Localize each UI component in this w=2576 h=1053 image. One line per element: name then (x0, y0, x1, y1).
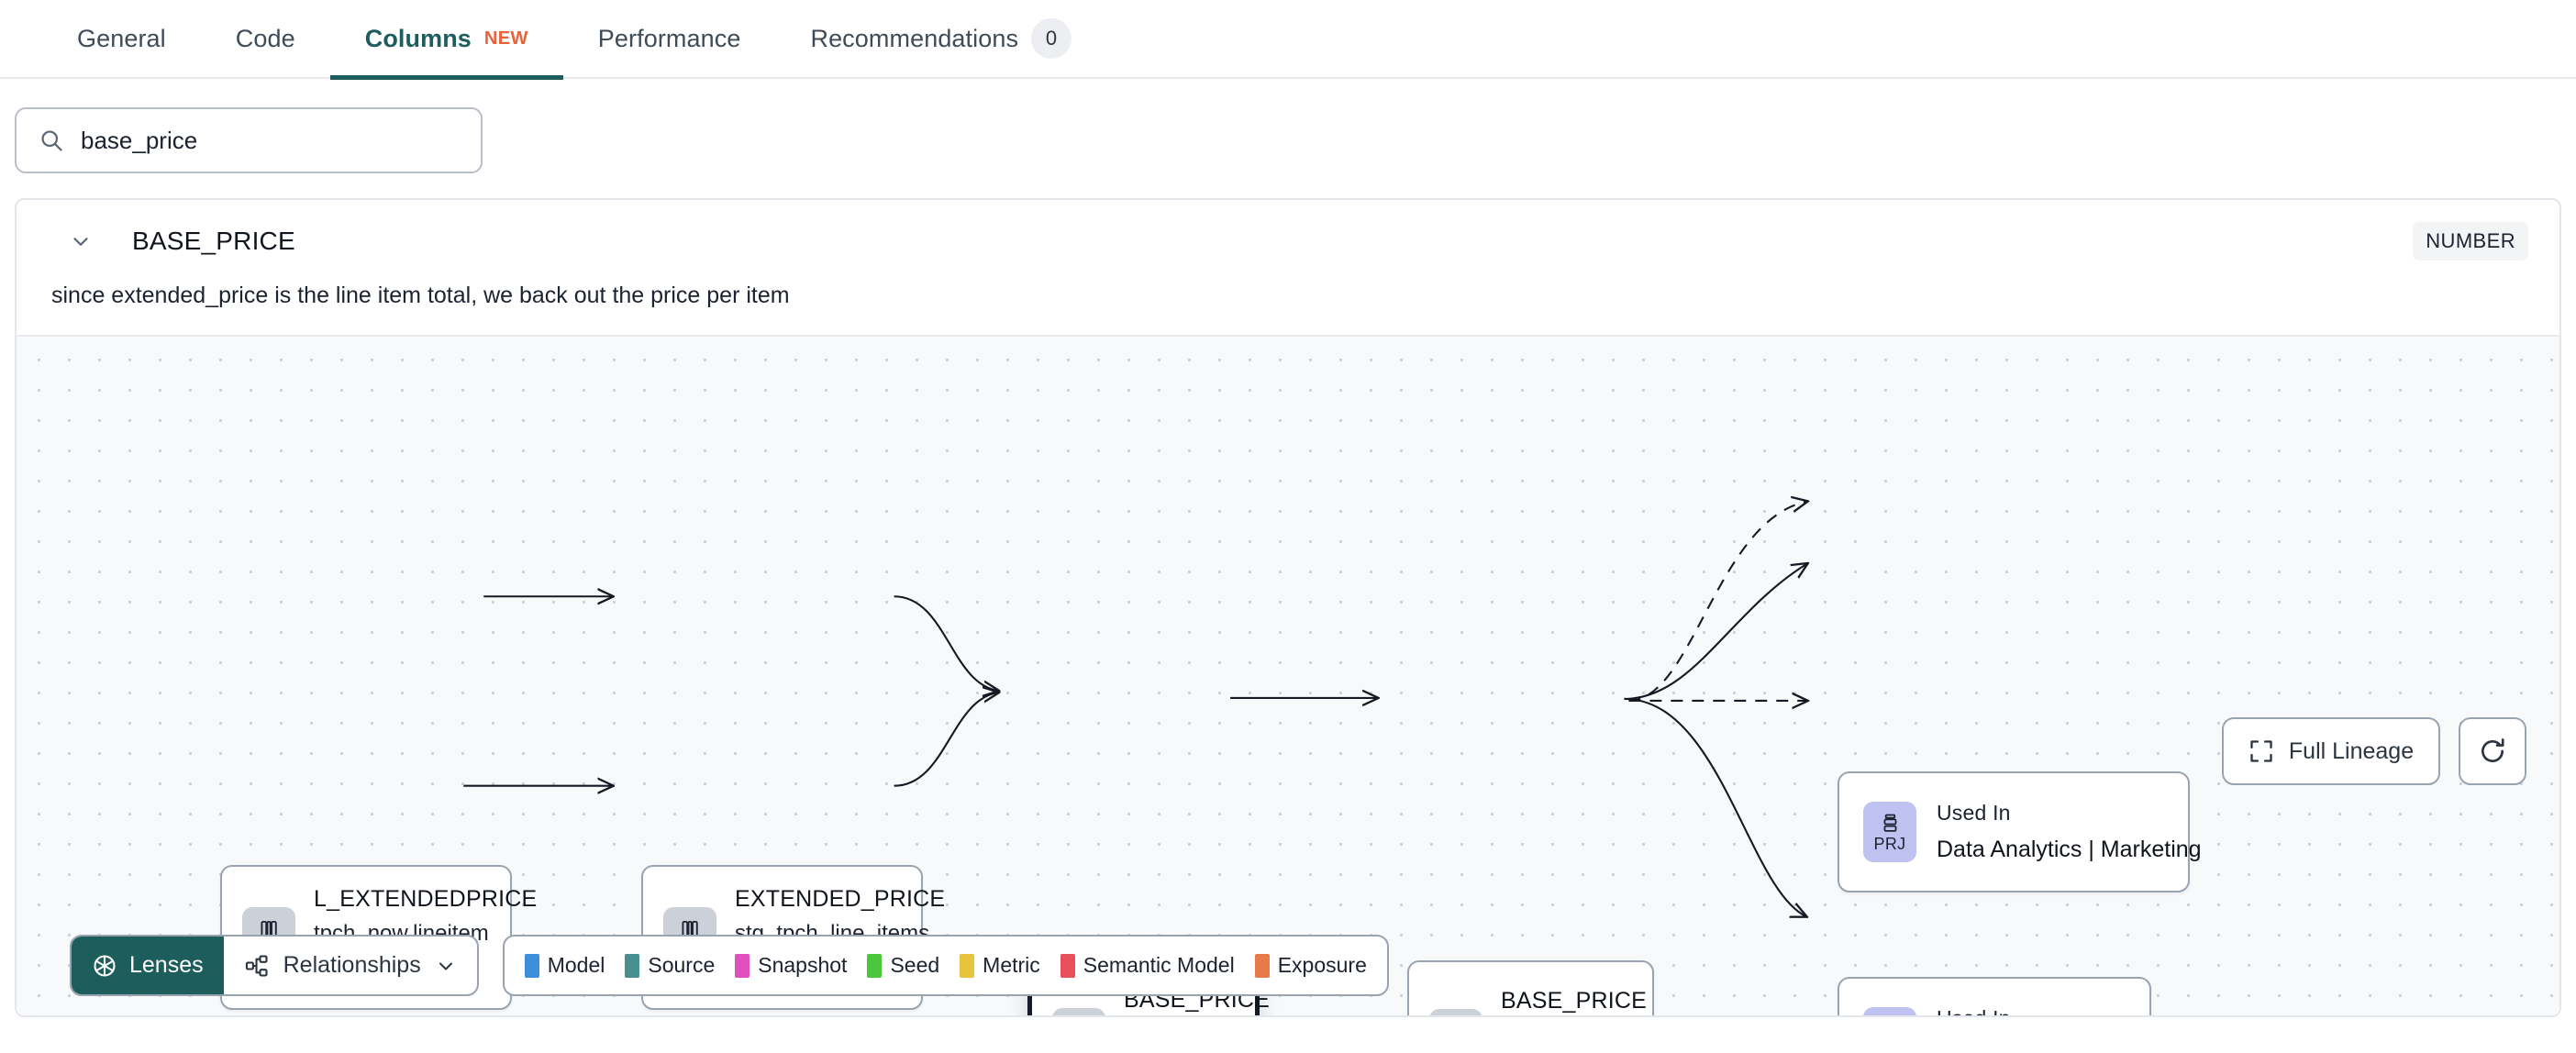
legend-swatch (867, 953, 883, 978)
legend-item-semantic-model[interactable]: Semantic Model (1060, 953, 1235, 978)
tab-columns[interactable]: Columns NEW (329, 0, 563, 80)
chevron-down-icon[interactable] (68, 228, 94, 254)
tab-recommendations[interactable]: Recommendations 0 (775, 0, 1106, 78)
tab-label: Code (235, 24, 295, 52)
node-type-legend: Model Source Snapshot Seed Metric Semantic Mo… (502, 935, 1389, 996)
legend-swatch (735, 953, 750, 978)
column-description: since extended_price is the line item to… (51, 283, 790, 308)
legend-swatch (1060, 953, 1075, 978)
refresh-button[interactable] (2459, 717, 2526, 785)
lineage-edges (463, 337, 2559, 1017)
aperture-icon (92, 953, 117, 979)
tab-label: Performance (597, 24, 741, 52)
legend-label: Exposure (1277, 953, 1367, 977)
legend-swatch (524, 953, 539, 978)
expand-corners-icon (2248, 738, 2274, 764)
node-kind-badge: PRJ (1863, 1007, 1916, 1015)
lineage-node-base_price_fct_order_items[interactable]: COL BASE_PRICEfct_order_items MODEL (1407, 960, 1654, 1016)
lenses-label: Lenses (129, 952, 204, 978)
legend-label: Metric (983, 953, 1040, 977)
legend-label: Semantic Model (1083, 953, 1235, 977)
legend-label: Seed (890, 953, 940, 977)
lenses-button[interactable]: Lenses (72, 937, 224, 994)
relationships-dropdown[interactable]: Relationships (224, 937, 477, 994)
project-icon (1879, 812, 1902, 835)
tab-general[interactable]: General (42, 0, 201, 78)
page-title: BASE_PRICE (132, 227, 295, 255)
refresh-icon (2478, 737, 2507, 766)
tab-count-badge: 0 (1031, 18, 1072, 59)
column-detail-panel: BASE_PRICE NUMBER since extended_price i… (15, 198, 2561, 1017)
node-name: BASE_PRICE (1501, 987, 1648, 1014)
hierarchy-icon (244, 953, 270, 979)
tab-bar: General Code Columns NEW Performance Recommen… (0, 0, 2576, 80)
legend-swatch (960, 953, 975, 978)
tab-new-badge: NEW (483, 28, 528, 49)
chevron-down-icon (435, 955, 457, 977)
tab-code[interactable]: Code (201, 0, 330, 78)
node-content: Used In Data Analytics | Marketing (1937, 801, 2202, 863)
search-icon (39, 127, 64, 153)
legend-item-exposure[interactable]: Exposure (1254, 953, 1367, 978)
node-name: Used In (1937, 1006, 2011, 1015)
node-name: Used In (1937, 801, 2011, 825)
search-input-value: base_price (81, 126, 198, 154)
relationships-label: Relationships (283, 952, 421, 978)
legend-item-metric[interactable]: Metric (960, 953, 1040, 978)
lineage-node-used_in_marketing[interactable]: PRJ Used In Data Analytics | Marketing (1838, 771, 2202, 892)
legend-label: Snapshot (758, 953, 848, 977)
tab-label: Columns (364, 24, 472, 52)
node-subtitle: Data Analytics | Marketing (1937, 837, 2202, 862)
lenses-relationships-group: Lenses Relationships (70, 935, 479, 996)
node-name: L_EXTENDEDPRICE (314, 885, 538, 912)
full-lineage-label: Full Lineage (2288, 737, 2415, 764)
node-name: EXTENDED_PRICE (735, 885, 946, 912)
column-type-badge: NUMBER (2413, 222, 2528, 260)
node-kind-badge: COL (1052, 1008, 1105, 1015)
tab-performance[interactable]: Performance (563, 0, 776, 78)
legend-label: Source (648, 953, 716, 977)
legend-item-model[interactable]: Model (524, 953, 605, 978)
tab-label: Recommendations (810, 24, 1019, 52)
full-lineage-button[interactable]: Full Lineage (2222, 717, 2440, 785)
tab-label: General (77, 24, 166, 52)
column-header: BASE_PRICE NUMBER (17, 200, 2559, 283)
search-input[interactable]: base_price (15, 107, 483, 173)
canvas-bottom-bar: Lenses Relationships (70, 935, 1389, 996)
node-kind-badge: PRJ (1863, 802, 1916, 862)
node-content: BASE_PRICEfct_order_items MODEL (1501, 987, 1652, 1016)
node-kind-badge: COL (1429, 1009, 1482, 1015)
legend-item-source[interactable]: Source (625, 953, 715, 978)
search-area: base_price (0, 79, 2576, 173)
node-kind-label: PRJ (1873, 835, 1906, 853)
legend-swatch (625, 953, 640, 978)
legend-item-seed[interactable]: Seed (867, 953, 939, 978)
legend-item-snapshot[interactable]: Snapshot (735, 953, 847, 978)
legend-swatch (1254, 953, 1270, 978)
legend-label: Model (547, 953, 605, 977)
